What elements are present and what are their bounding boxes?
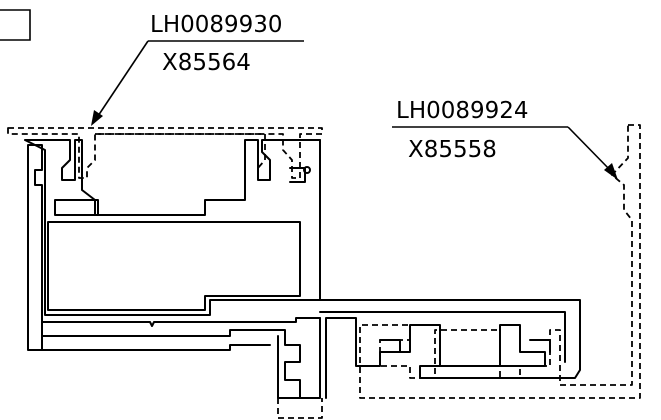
callout-2-code: X85558 <box>408 137 497 163</box>
callout-1: LH0089930 X85564 <box>91 12 304 126</box>
dashed-foot <box>277 398 323 419</box>
frame-corner-fragment <box>0 9 31 41</box>
callout-1-leader-line <box>97 40 149 117</box>
callout-2-arrowhead <box>604 163 618 180</box>
callout-2: LH0089924 X85558 <box>392 98 618 180</box>
callout-1-arrowhead <box>91 110 103 126</box>
dashed-part-top-cap <box>7 127 323 179</box>
callout-2-leader-line <box>567 126 613 173</box>
callout-1-part-number: LH0089930 <box>150 12 283 38</box>
dashed-part-right-frame <box>359 124 641 399</box>
callout-1-code: X85564 <box>162 50 251 76</box>
main-profile-outline <box>24 139 581 399</box>
callout-2-part-number: LH0089924 <box>396 98 529 124</box>
